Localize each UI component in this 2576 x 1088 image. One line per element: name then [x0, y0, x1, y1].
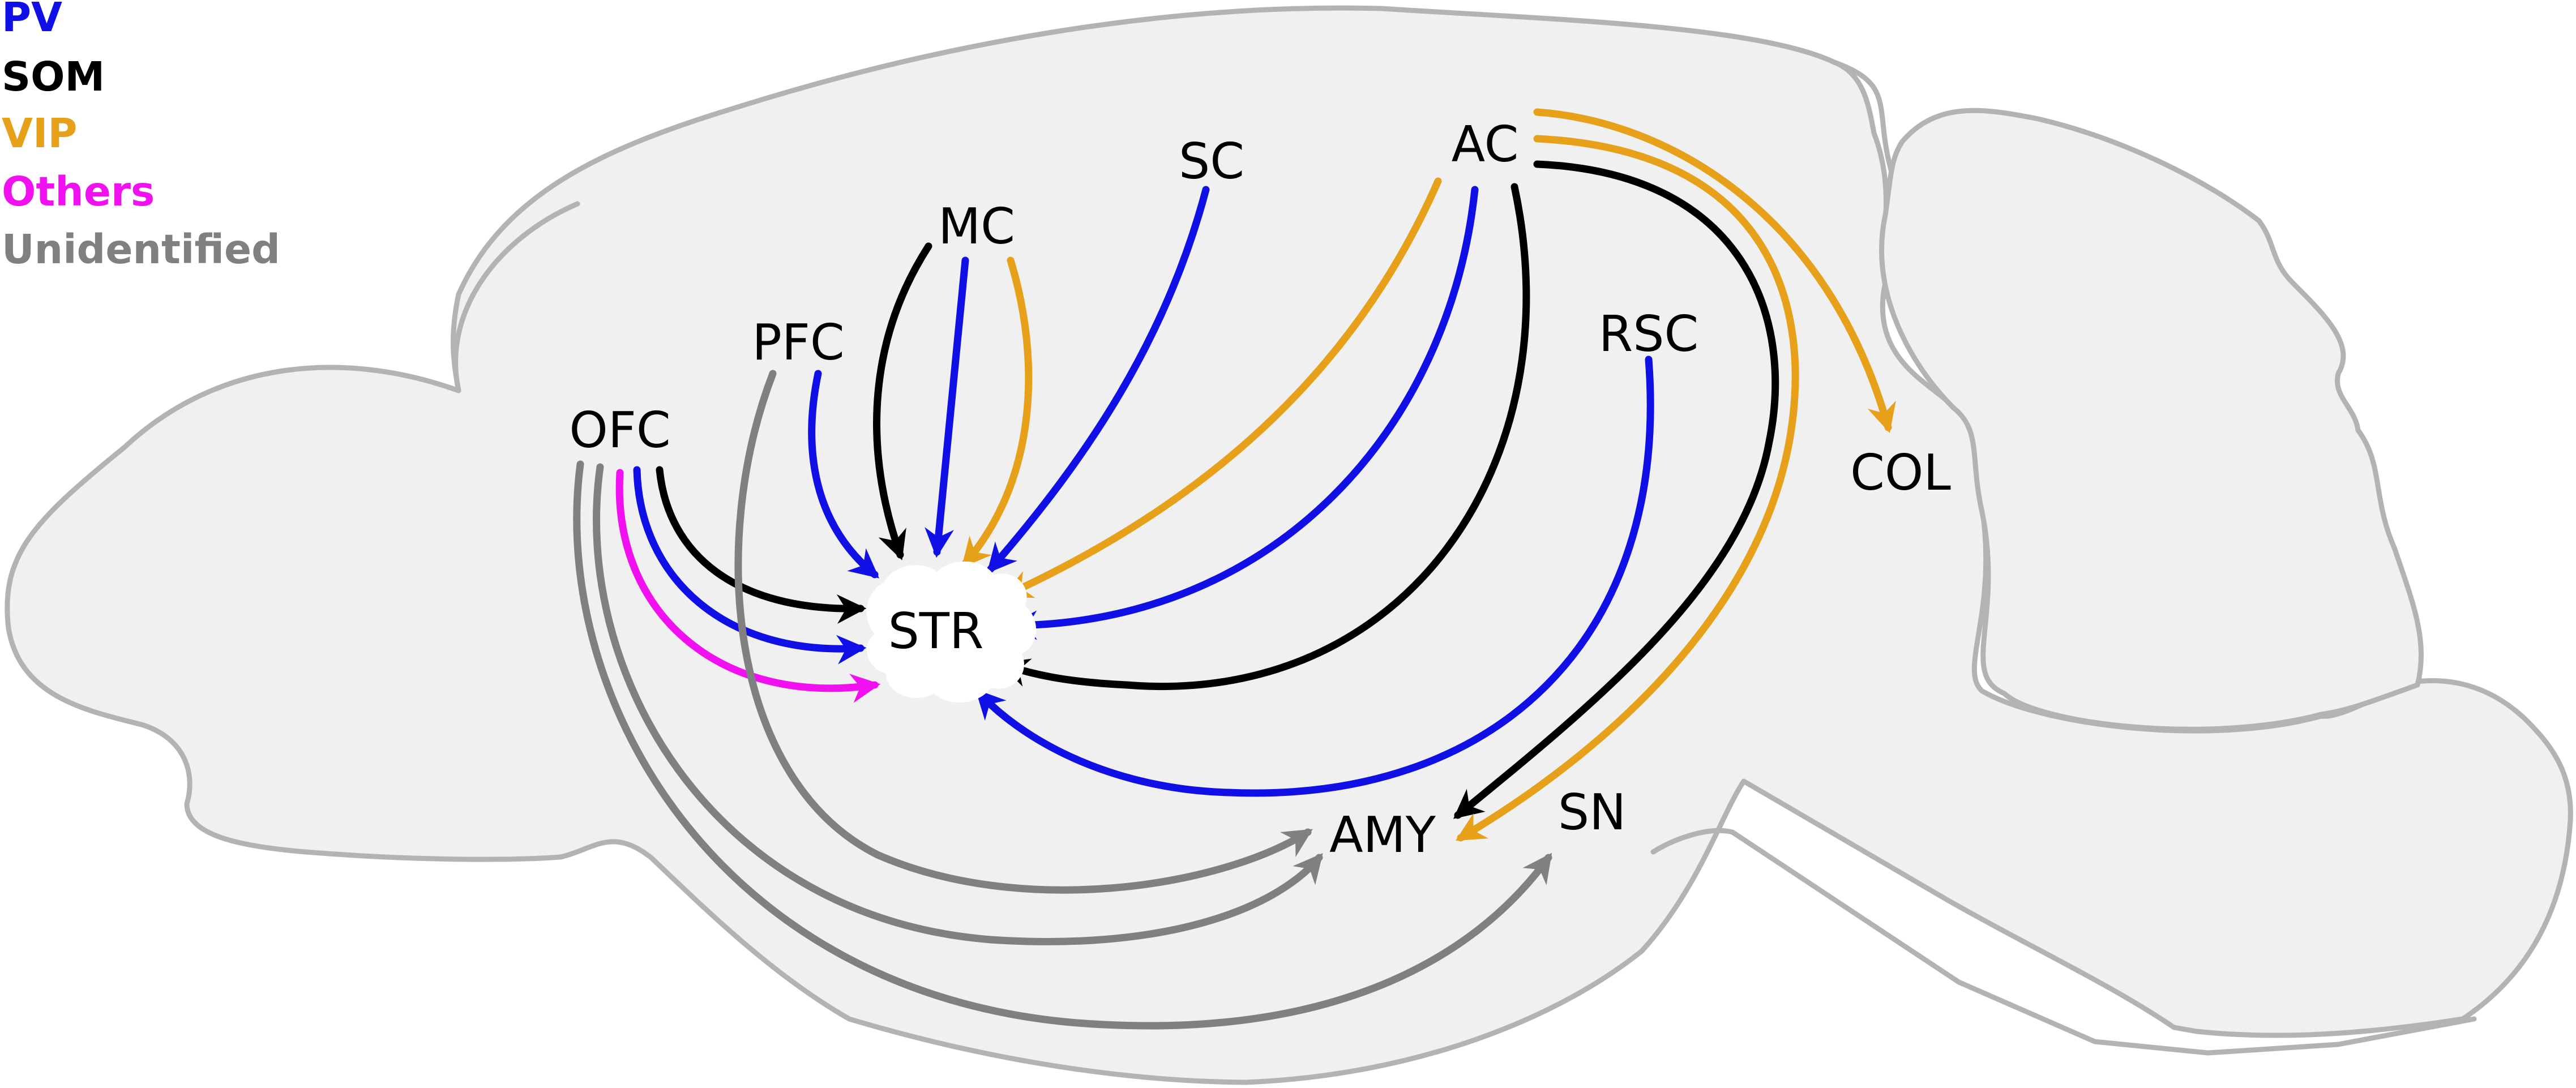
legend-entry-vip: VIP [2, 110, 77, 157]
cerebrum-outline [5, 5, 2573, 1085]
label-sc: SC [1179, 132, 1244, 190]
label-amy: AMY [1329, 806, 1436, 864]
projection-ac-str-pv [1007, 186, 1479, 640]
projection-mc-str-som [873, 242, 932, 560]
cerebellum-outline [1879, 108, 2424, 732]
label-str: STR [888, 602, 984, 660]
projection-lines [573, 108, 1896, 1030]
projection-ofc-str-pv [633, 466, 867, 665]
legend-entry-others: Others [2, 168, 155, 215]
projection-ac-amy-vip [1456, 135, 1799, 842]
projection-ac-col-vip [1533, 108, 1896, 434]
label-col: COL [1850, 444, 1951, 502]
striatum-area [866, 561, 1037, 703]
olfactory-notch-line [1832, 59, 1894, 173]
label-pfc: PFC [752, 314, 844, 371]
label-ofc: OFC [569, 401, 670, 459]
projection-pfc-str-pv [808, 370, 880, 579]
projection-ofc-str-som [656, 466, 867, 624]
legend: PV SOM VIP Others Unidentified [2, 0, 280, 273]
projection-mc-str-vip [961, 256, 1033, 568]
brain-outline [5, 5, 2573, 1085]
projection-rsc-str-pv [975, 355, 1654, 797]
projection-ofc-str-others [615, 469, 881, 703]
label-sn: SN [1558, 783, 1626, 841]
label-ac: AC [1452, 115, 1519, 173]
projection-ac-str-vip [1002, 177, 1442, 598]
projection-ac-str-som [999, 183, 1530, 691]
legend-entry-som: SOM [2, 53, 105, 100]
projection-ac-amy-som [1453, 160, 1779, 819]
projection-sc-str-pv [987, 186, 1210, 573]
region-labels: OFC PFC MC SC AC RSC COL STR AMY SN [569, 115, 1950, 864]
projection-pfc-amy-unidentified [734, 370, 1313, 894]
projection-mc-str-pv [925, 256, 969, 558]
projection-ofc-sn-unidentified [573, 460, 1552, 1030]
legend-entry-unidentified: Unidentified [2, 226, 280, 273]
legend-entry-pv: PV [2, 0, 62, 41]
projection-ofc-amy-unidentified [593, 463, 1323, 945]
label-rsc: RSC [1599, 305, 1698, 363]
label-mc: MC [938, 198, 1015, 255]
cortex-fold-line [453, 201, 580, 393]
ventral-contour-line [1650, 828, 2477, 1056]
